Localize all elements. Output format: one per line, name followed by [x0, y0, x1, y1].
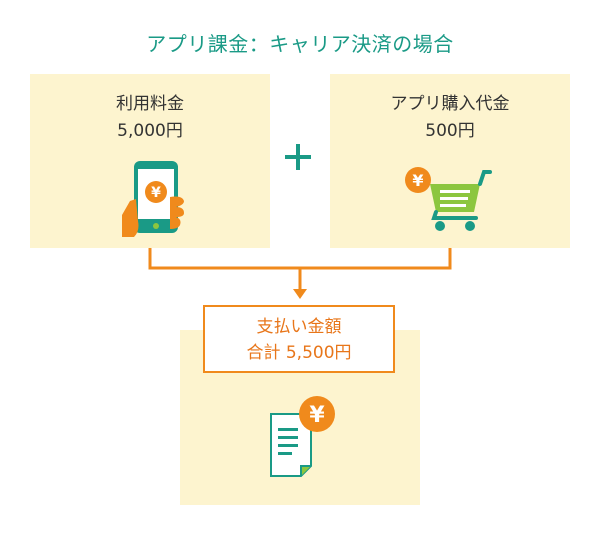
purchase-fee-label: アプリ購入代金	[390, 94, 510, 114]
purchase-fee-amount: 500円	[425, 121, 475, 141]
svg-text:¥: ¥	[412, 171, 423, 190]
total-label-box: 支払い金額 合計 5,500円	[203, 305, 395, 373]
purchase-fee-box: アプリ購入代金 500円 ¥	[330, 74, 570, 248]
plus-icon	[285, 144, 311, 170]
invoice-yen-icon: ¥	[270, 396, 335, 477]
usage-fee-box: 利用料金 5,000円 ¥	[30, 74, 270, 248]
shopping-cart-yen-icon: ¥	[405, 167, 492, 231]
svg-text:¥: ¥	[309, 403, 325, 428]
usage-fee-amount: 5,000円	[117, 121, 183, 141]
smartphone-yen-icon: ¥	[122, 161, 184, 237]
total-label: 支払い金額	[256, 317, 342, 337]
usage-fee-label: 利用料金	[116, 94, 184, 114]
total-amount: 合計 5,500円	[246, 343, 352, 363]
diagram-title: アプリ課金：キャリア決済の場合	[146, 32, 454, 56]
svg-text:¥: ¥	[151, 185, 161, 201]
